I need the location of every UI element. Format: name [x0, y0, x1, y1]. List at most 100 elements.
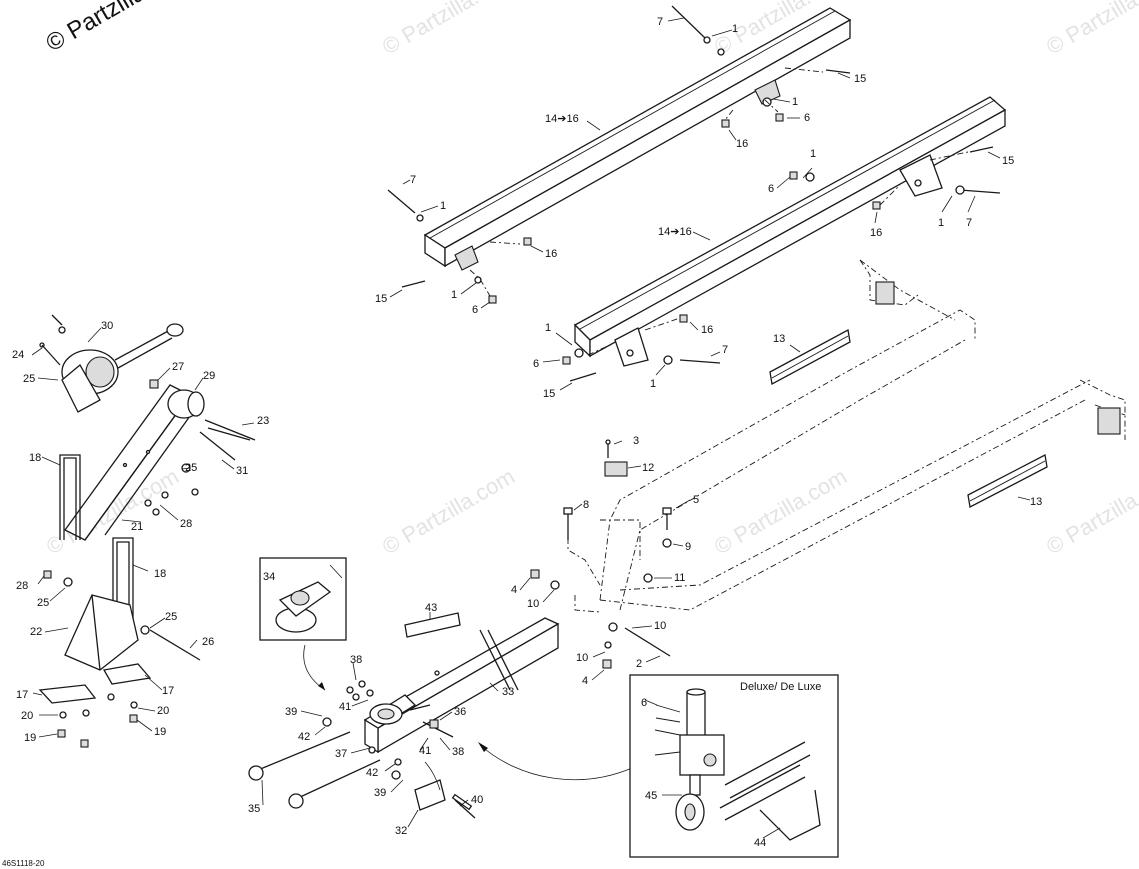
callout-12: 12	[642, 462, 654, 474]
callout-10: 10	[654, 620, 666, 632]
coupler-detail-box	[259, 557, 347, 691]
callout-10: 10	[576, 652, 588, 664]
callout-28: 28	[16, 580, 28, 592]
callout-7: 7	[722, 344, 728, 356]
callout-34: 34	[263, 571, 275, 583]
winch-stand	[38, 314, 256, 748]
leader-lines	[31, 17, 1031, 839]
deluxe-inset-label: Deluxe/ De Luxe	[740, 681, 821, 693]
callout-16: 16	[545, 248, 557, 260]
callout-38: 38	[350, 654, 362, 666]
callout-28: 28	[180, 518, 192, 530]
callout-4: 4	[511, 584, 517, 596]
callout-15: 15	[375, 293, 387, 305]
safety-chains	[248, 680, 446, 811]
watermark: © Partzilla.com	[1042, 464, 1139, 560]
callout-10: 10	[527, 598, 539, 610]
callout-25: 25	[165, 611, 177, 623]
callout-7: 7	[966, 217, 972, 229]
trailer-frame-outline	[567, 259, 1126, 613]
callout-1: 1	[810, 148, 816, 160]
callout-1: 1	[792, 96, 798, 108]
callout-24: 24	[12, 349, 24, 361]
callout-16: 16	[736, 138, 748, 150]
callout-1: 1	[650, 378, 656, 390]
callout-25: 25	[37, 597, 49, 609]
callout-21: 21	[131, 521, 143, 533]
callout-15: 15	[1002, 155, 1014, 167]
decal-43	[404, 612, 461, 638]
callout-1: 1	[440, 200, 446, 212]
callout-18: 18	[29, 452, 41, 464]
callout-26: 26	[202, 636, 214, 648]
callout-6: 6	[533, 358, 539, 370]
callout-27: 27	[172, 361, 184, 373]
callout-19: 19	[154, 726, 166, 738]
callout-39: 39	[374, 787, 386, 799]
callout-42: 42	[298, 731, 310, 743]
callout-17: 17	[16, 689, 28, 701]
callout-41: 41	[339, 701, 351, 713]
callout-43: 43	[425, 602, 437, 614]
callout-6: 6	[804, 112, 810, 124]
callout-14-16: 14➔16	[658, 226, 692, 238]
callout-13: 13	[773, 333, 785, 345]
callout-8: 8	[583, 499, 589, 511]
callout-32: 32	[395, 825, 407, 837]
watermark: © Partzilla.com	[710, 464, 851, 560]
callout-16: 16	[870, 227, 882, 239]
callout-29: 29	[203, 370, 215, 382]
callout-14-16: 14➔16	[545, 113, 579, 125]
callout-18: 18	[154, 568, 166, 580]
jack-pointer-arrow	[478, 742, 633, 781]
callout-44: 44	[754, 837, 766, 849]
callout-11: 11	[674, 572, 685, 584]
callout-30: 30	[101, 320, 113, 332]
callout-36: 36	[454, 706, 466, 718]
bunker-board-upper	[387, 5, 852, 304]
callout-37: 37	[335, 748, 347, 760]
watermark: © Partzilla.com	[378, 464, 519, 560]
callout-6: 6	[768, 183, 774, 195]
callout-25: 25	[185, 462, 197, 474]
callout-4: 4	[582, 675, 588, 687]
callout-17: 17	[162, 685, 174, 697]
watermark: © Partzilla.com	[378, 0, 519, 59]
callout-7: 7	[410, 174, 416, 186]
callout-9: 9	[685, 541, 691, 553]
watermark: © Partzilla.com	[1042, 0, 1139, 59]
callout-41: 41	[419, 745, 431, 757]
callout-23: 23	[257, 415, 269, 427]
callout-5: 5	[693, 494, 699, 506]
callout-40: 40	[471, 794, 483, 806]
callout-15: 15	[543, 388, 555, 400]
callout-labels: 7 1 15 1 6 16 14➔16 7 1 16 15 1 6 1 6 16…	[12, 16, 1042, 849]
callout-42: 42	[366, 767, 378, 779]
callout-6: 6	[472, 304, 478, 316]
watermark-top-left: © Partzilla.c	[42, 0, 167, 57]
callout-13: 13	[1030, 496, 1042, 508]
deluxe-inset: Deluxe/ De Luxe	[629, 674, 839, 858]
callout-39: 39	[285, 706, 297, 718]
callout-22: 22	[30, 626, 42, 638]
bunker-board-lower	[562, 96, 1007, 382]
callout-19: 19	[24, 732, 36, 744]
decal-strips	[769, 328, 1048, 508]
drawing-code: 46S1118-20	[2, 859, 45, 868]
callout-6: 6	[641, 697, 647, 709]
callout-20: 20	[157, 705, 169, 717]
callout-1: 1	[451, 289, 457, 301]
callout-2: 2	[636, 658, 642, 670]
callout-16: 16	[701, 324, 713, 336]
callout-33: 33	[502, 686, 514, 698]
callout-38: 38	[452, 746, 464, 758]
callout-35: 35	[248, 803, 260, 815]
crossmember-hardware	[530, 439, 672, 669]
callout-31: 31	[236, 465, 248, 477]
callout-20: 20	[21, 710, 33, 722]
callout-45: 45	[645, 790, 657, 802]
callout-3: 3	[633, 435, 639, 447]
callout-1: 1	[545, 322, 551, 334]
callout-1: 1	[938, 217, 944, 229]
